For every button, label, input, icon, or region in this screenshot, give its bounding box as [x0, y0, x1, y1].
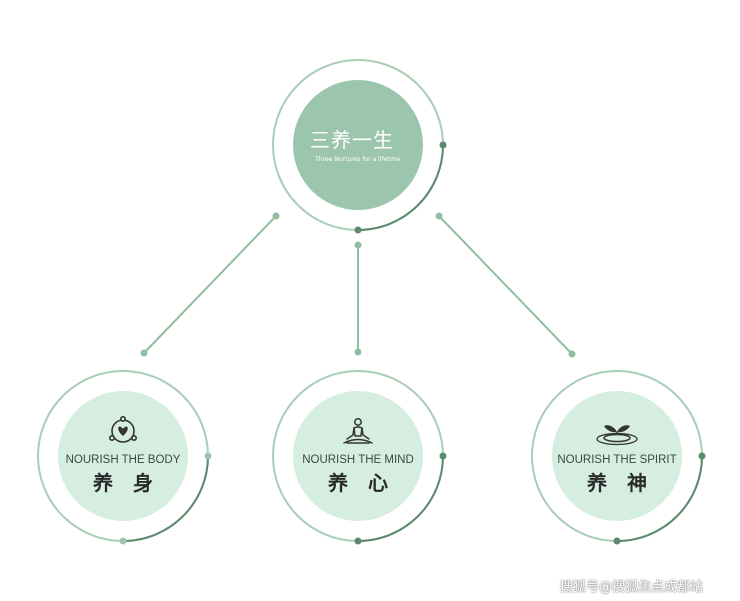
heart-hands-icon	[109, 416, 138, 443]
node-body-chinese-label: 养 身	[92, 471, 153, 495]
central-accent-arc	[357, 144, 444, 231]
node-spirit-accent-arc	[616, 455, 703, 542]
node-body-arc-dot-bottom	[119, 537, 127, 545]
node-mind: NOURISH THE MIND 养 心	[272, 370, 447, 545]
node-body-accent-arc	[122, 455, 209, 542]
connector-body	[143, 215, 277, 354]
central-title: 三养一生	[310, 128, 394, 152]
node-spirit: NOURISH THE SPIRIT 养 神	[531, 370, 706, 545]
central-node: 三养一生 Three Nurtures for a lifetime	[272, 59, 447, 234]
node-spirit-inner-disc	[552, 391, 682, 521]
node-mind-english-label: NOURISH THE MIND	[302, 454, 414, 466]
node-mind-chinese-label: 养 心	[327, 471, 388, 495]
connector-mind-start-dot	[354, 241, 362, 249]
connector-spirit-start-dot	[435, 212, 443, 220]
connectors	[140, 212, 576, 358]
connector-body-start-dot	[272, 212, 280, 220]
connector-mind-end-dot	[354, 348, 362, 356]
central-arc-dot-bottom	[354, 226, 362, 234]
node-mind-accent-arc	[357, 455, 444, 542]
node-body: NOURISH THE BODY 养 身	[37, 370, 212, 545]
connector-spirit-end-dot	[568, 350, 576, 358]
sprout-water-icon	[596, 425, 638, 446]
node-mind-inner-disc	[293, 391, 423, 521]
node-body-english-label: NOURISH THE BODY	[66, 454, 181, 466]
node-spirit-arc-dot-bottom	[613, 537, 621, 545]
meditation-icon	[343, 418, 373, 444]
node-body-arc-dot-right	[204, 452, 212, 460]
node-spirit-english-label: NOURISH THE SPIRIT	[557, 454, 676, 466]
node-mind-arc-dot-right	[439, 452, 447, 460]
node-body-inner-disc	[58, 391, 188, 521]
connector-body-end-dot	[140, 349, 148, 357]
node-spirit-chinese-label: 养 神	[586, 471, 647, 495]
central-inner-disc	[293, 80, 423, 210]
watermark: 搜狐号@搜狐焦点成都站	[560, 580, 704, 595]
central-subtitle: Three Nurtures for a lifetime	[314, 156, 401, 163]
connector-spirit	[438, 215, 573, 355]
node-mind-arc-dot-bottom	[354, 537, 362, 545]
central-arc-dot-right	[439, 141, 447, 149]
node-spirit-arc-dot-right	[698, 452, 706, 460]
